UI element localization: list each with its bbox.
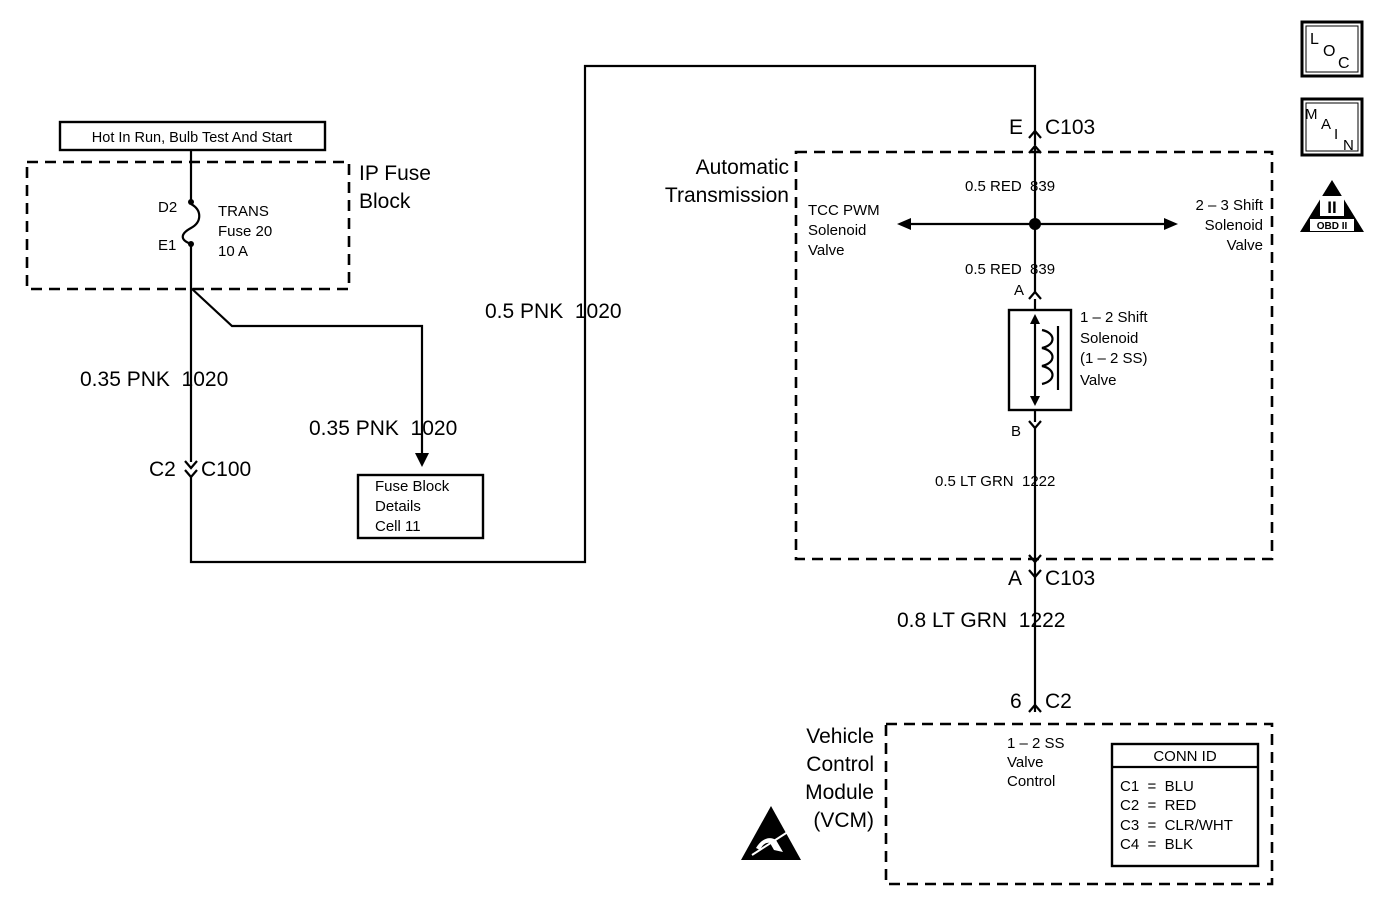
arrow-right-icon xyxy=(1164,218,1178,230)
svg-text:Solenoid: Solenoid xyxy=(1080,330,1138,347)
svg-text:II: II xyxy=(1327,198,1336,217)
svg-text:1 – 2 SS: 1 – 2 SS xyxy=(1007,735,1065,752)
svg-text:C103: C103 xyxy=(1045,116,1095,139)
coil-icon xyxy=(1041,328,1054,386)
svg-text:Control: Control xyxy=(806,753,874,776)
svg-text:CONN ID: CONN ID xyxy=(1153,748,1217,765)
pin-e1: E1 xyxy=(158,237,176,254)
svg-text:6: 6 xyxy=(1010,690,1022,713)
svg-text:Fuse Block: Fuse Block xyxy=(375,478,450,495)
shift-1-2-solenoid: A B 1 – 2 Shift Solenoid (1 – 2 SS) Valv… xyxy=(1007,282,1148,440)
svg-text:(1 – 2 SS): (1 – 2 SS) xyxy=(1080,350,1148,367)
svg-text:C103: C103 xyxy=(1045,567,1095,590)
svg-text:Module: Module xyxy=(805,781,874,804)
connector-c103-bottom: A C103 xyxy=(1008,554,1095,590)
wire-label-red-lower: 0.5 RED 839 xyxy=(965,261,1055,278)
svg-text:10 A: 10 A xyxy=(218,243,248,260)
svg-text:(VCM): (VCM) xyxy=(813,809,874,832)
main-icon[interactable]: M A I N xyxy=(1300,97,1364,157)
fuse-icon xyxy=(181,150,201,247)
svg-text:Valve: Valve xyxy=(1227,237,1263,254)
pin-b: B xyxy=(1011,423,1021,440)
svg-text:C: C xyxy=(1338,55,1350,72)
fuse-block-details-box: Fuse Block Details Cell 11 xyxy=(356,473,485,540)
tcc-pwm-solenoid: TCC PWM Solenoid Valve xyxy=(808,202,880,259)
svg-text:A: A xyxy=(1321,116,1331,133)
svg-text:N: N xyxy=(1343,137,1354,154)
svg-text:Solenoid: Solenoid xyxy=(808,222,866,239)
svg-text:TCC PWM: TCC PWM xyxy=(808,202,880,219)
svg-text:Block: Block xyxy=(359,190,411,213)
conn-id-row: C1 = BLU xyxy=(1120,778,1194,795)
svg-text:Valve: Valve xyxy=(808,242,844,259)
wire-label-lt-grn-outer: 0.8 LT GRN 1222 xyxy=(897,609,1065,632)
svg-text:Cell 11: Cell 11 xyxy=(375,518,421,535)
automatic-transmission-title: Automatic xyxy=(696,156,789,179)
esd-warning-icon xyxy=(741,806,801,860)
connector-c100: C2 C100 xyxy=(149,458,251,481)
svg-text:Fuse 20: Fuse 20 xyxy=(218,223,272,240)
conn-id-row: C3 = CLR/WHT xyxy=(1120,817,1233,834)
svg-text:1 – 2 Shift: 1 – 2 Shift xyxy=(1080,309,1148,326)
pin-d2: D2 xyxy=(158,199,177,216)
svg-text:Hot In Run, Bulb Test And Star: Hot In Run, Bulb Test And Start xyxy=(92,130,292,146)
svg-text:I: I xyxy=(1334,126,1338,143)
connector-c2: 6 C2 xyxy=(1010,690,1072,713)
svg-text:M: M xyxy=(1305,106,1318,123)
svg-text:Valve: Valve xyxy=(1007,754,1043,771)
svg-text:L: L xyxy=(1310,31,1319,48)
wire-label-branch: 0.35 PNK 1020 xyxy=(309,417,457,440)
automatic-transmission: Automatic Transmission xyxy=(665,150,1274,561)
svg-text:C2: C2 xyxy=(1045,690,1072,713)
arrow-left-icon xyxy=(897,218,911,230)
svg-text:Control: Control xyxy=(1007,773,1055,790)
shift-2-3-solenoid: 2 – 3 Shift Solenoid Valve xyxy=(1195,197,1263,254)
hot-in-run-label: Hot In Run, Bulb Test And Start xyxy=(58,120,327,152)
svg-text:A: A xyxy=(1008,567,1022,590)
svg-text:C100: C100 xyxy=(201,458,251,481)
svg-text:E: E xyxy=(1009,116,1023,139)
svg-text:O: O xyxy=(1323,43,1335,60)
conn-id-row: C4 = BLK xyxy=(1120,836,1193,853)
svg-text:2 – 3 Shift: 2 – 3 Shift xyxy=(1195,197,1263,214)
vcm-title: Vehicle xyxy=(806,725,874,748)
svg-text:OBD II: OBD II xyxy=(1317,221,1348,232)
svg-text:Transmission: Transmission xyxy=(665,184,789,207)
conn-id-row: C2 = RED xyxy=(1120,797,1196,814)
obd-ii-icon[interactable]: II OBD II xyxy=(1300,180,1364,232)
svg-text:C2: C2 xyxy=(149,458,176,481)
svg-text:Details: Details xyxy=(375,498,421,515)
wire-label-lt-grn-inner: 0.5 LT GRN 1222 xyxy=(935,473,1055,490)
ip-fuse-block: IP Fuse Block D2 E1 TRANS Fuse 20 10 A xyxy=(25,160,431,291)
arrow-down-icon xyxy=(415,453,429,467)
pin-a: A xyxy=(1014,282,1024,299)
wire-label-top-run: 0.5 PNK 1020 xyxy=(485,300,622,323)
wire-branch xyxy=(190,287,424,455)
svg-text:Valve: Valve xyxy=(1080,372,1116,389)
connector-c103-top: E C103 xyxy=(1009,116,1095,154)
wire-label-left: 0.35 PNK 1020 xyxy=(80,368,228,391)
svg-text:Solenoid: Solenoid xyxy=(1205,217,1263,234)
fuse-label: TRANS xyxy=(218,203,269,220)
wire-label-red-upper: 0.5 RED 839 xyxy=(965,178,1055,195)
ip-fuse-block-title: IP Fuse xyxy=(359,162,431,185)
vcm-module: Vehicle Control Module (VCM) 1 – 2 SS Va… xyxy=(805,722,1274,886)
conn-id-table: CONN ID C1 = BLU C2 = RED C3 = CLR/WHT C… xyxy=(1110,742,1260,868)
wire-top-run xyxy=(189,64,1037,564)
loc-icon[interactable]: L O C xyxy=(1300,20,1364,78)
